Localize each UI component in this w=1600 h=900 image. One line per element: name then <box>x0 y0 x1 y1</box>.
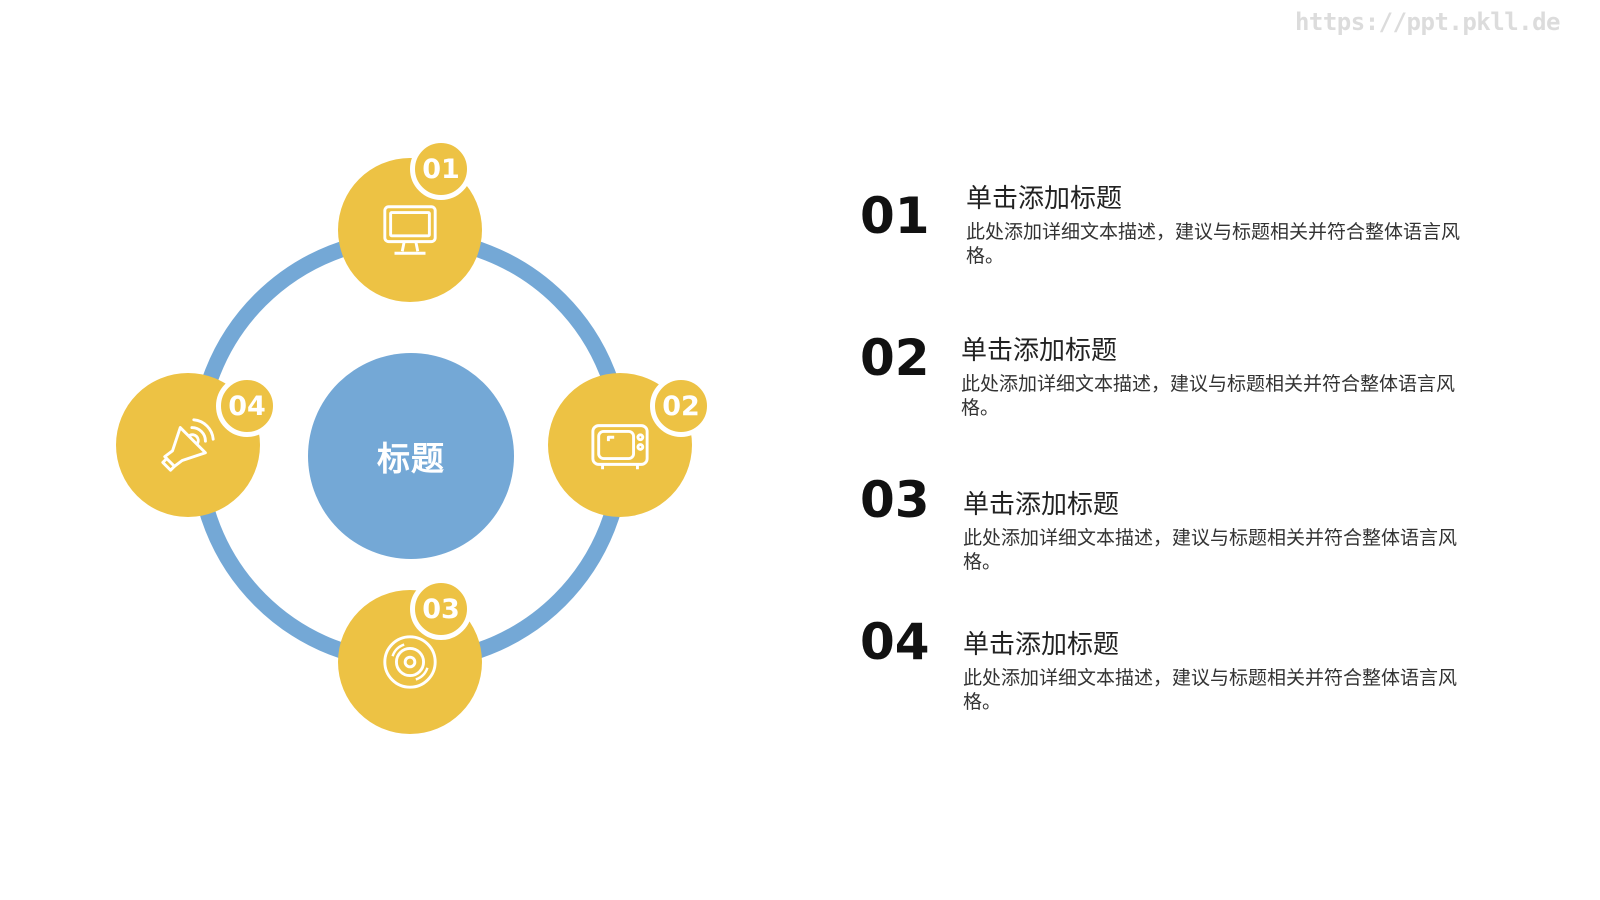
node-badge-01: 01 <box>410 138 472 200</box>
item-number: 02 <box>860 329 930 387</box>
item-number: 01 <box>860 187 930 245</box>
item-description[interactable]: 此处添加详细文本描述，建议与标题相关并符合整体语言风格。 <box>966 221 1461 267</box>
cycle-diagram: 标题 01 02 03 <box>116 138 712 734</box>
tv-icon <box>591 424 649 470</box>
item-description[interactable]: 此处添加详细文本描述，建议与标题相关并符合整体语言风格。 <box>961 373 1456 419</box>
item-list: 01 单击添加标题 此处添加详细文本描述，建议与标题相关并符合整体语言风格。 0… <box>860 0 1560 900</box>
node-badge-03: 03 <box>410 578 472 640</box>
watermark-url: https://ppt.pkll.de <box>1294 8 1561 36</box>
list-item[interactable]: 01 单击添加标题 此处添加详细文本描述，建议与标题相关并符合整体语言风格。 <box>860 182 1560 302</box>
node-badge-04: 04 <box>216 375 278 437</box>
item-title[interactable]: 单击添加标题 <box>961 336 1118 366</box>
item-description[interactable]: 此处添加详细文本描述，建议与标题相关并符合整体语言风格。 <box>963 667 1458 713</box>
item-title[interactable]: 单击添加标题 <box>963 490 1120 520</box>
item-number: 04 <box>860 613 930 671</box>
list-item[interactable]: 03 单击添加标题 此处添加详细文本描述，建议与标题相关并符合整体语言风格。 <box>860 471 1560 608</box>
item-description[interactable]: 此处添加详细文本描述，建议与标题相关并符合整体语言风格。 <box>963 527 1458 573</box>
monitor-icon <box>383 205 437 255</box>
list-item[interactable]: 02 单击添加标题 此处添加详细文本描述，建议与标题相关并符合整体语言风格。 <box>860 329 1560 454</box>
center-circle[interactable]: 标题 <box>308 353 514 559</box>
center-title: 标题 <box>377 439 445 478</box>
speaker-icon <box>161 418 215 472</box>
list-item[interactable]: 04 单击添加标题 此处添加详细文本描述，建议与标题相关并符合整体语言风格。 <box>860 613 1560 748</box>
item-title[interactable]: 单击添加标题 <box>963 630 1120 660</box>
node-badge-02: 02 <box>650 375 712 437</box>
item-number: 03 <box>860 471 930 529</box>
disc-icon <box>383 635 437 689</box>
item-title[interactable]: 单击添加标题 <box>966 184 1123 214</box>
